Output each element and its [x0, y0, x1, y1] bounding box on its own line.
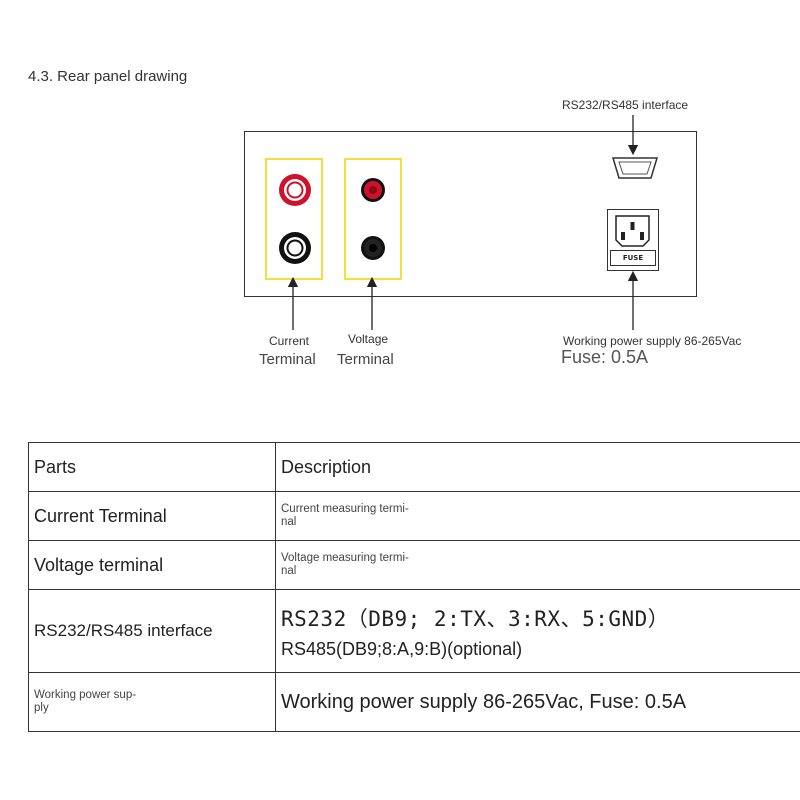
description-line: RS232（DB9; 2:TX、3:RX、5:GND）: [281, 606, 670, 631]
table-row: RS232/RS485 interface RS232（DB9; 2:TX、3:…: [28, 589, 800, 673]
table-row: Working power sup- ply Working power sup…: [28, 672, 800, 732]
table-header-row: Parts Description: [28, 442, 800, 492]
voltage-callout-line2: Terminal: [337, 351, 394, 368]
rear-panel: FUSE: [244, 131, 697, 297]
power-supply-callout: Working power supply 86-265Vac: [563, 334, 742, 348]
rs-interface-callout: RS232/RS485 interface: [562, 98, 689, 112]
part-cell: Voltage terminal: [28, 540, 276, 590]
part-line: ply: [34, 702, 49, 714]
description-line: nal: [281, 516, 297, 528]
description-cell: RS232（DB9; 2:TX、3:RX、5:GND） RS485(DB9;8:…: [275, 589, 800, 673]
voltage-terminal-jacks: [361, 178, 385, 260]
db9-connector-icon: [611, 157, 659, 179]
header-parts: Parts: [28, 442, 276, 492]
part-line: Working power sup-: [34, 689, 137, 701]
description-cell: Current measuring termi- nal: [275, 491, 800, 541]
part-cell: Working power sup- ply: [28, 672, 276, 732]
callout-arrows: [287, 115, 639, 330]
voltage-terminal-box: [344, 158, 402, 280]
table-row: Voltage terminal Voltage measuring termi…: [28, 540, 800, 590]
header-description: Description: [275, 442, 800, 492]
current-callout-line2: Terminal: [259, 351, 316, 368]
parts-table: Parts Description Current Terminal Curre…: [28, 442, 800, 732]
current-terminal-jacks: [279, 174, 311, 264]
section-heading: 4.3. Rear panel drawing: [28, 68, 188, 85]
description-line: Current measuring termi-: [281, 503, 409, 515]
description-cell: Working power supply 86-265Vac, Fuse: 0.…: [275, 672, 800, 732]
current-callout-line1: Current: [269, 334, 310, 348]
description-cell: Voltage measuring termi- nal: [275, 540, 800, 590]
voltage-callout-line1: Voltage: [348, 332, 389, 346]
description-line: Voltage measuring termi-: [281, 552, 409, 564]
fuse-drawer-label: FUSE: [610, 250, 656, 266]
power-socket-icon: [615, 215, 650, 247]
part-cell: Current Terminal: [28, 491, 276, 541]
description-line: RS485(DB9;8:A,9:B)(optional): [281, 638, 523, 659]
description-line: nal: [281, 565, 297, 577]
table-row: Current Terminal Current measuring termi…: [28, 491, 800, 541]
part-cell: RS232/RS485 interface: [28, 589, 276, 673]
current-terminal-box: [265, 158, 323, 280]
fuse-callout: Fuse: 0.5A: [561, 347, 649, 367]
power-socket: FUSE: [607, 209, 659, 271]
